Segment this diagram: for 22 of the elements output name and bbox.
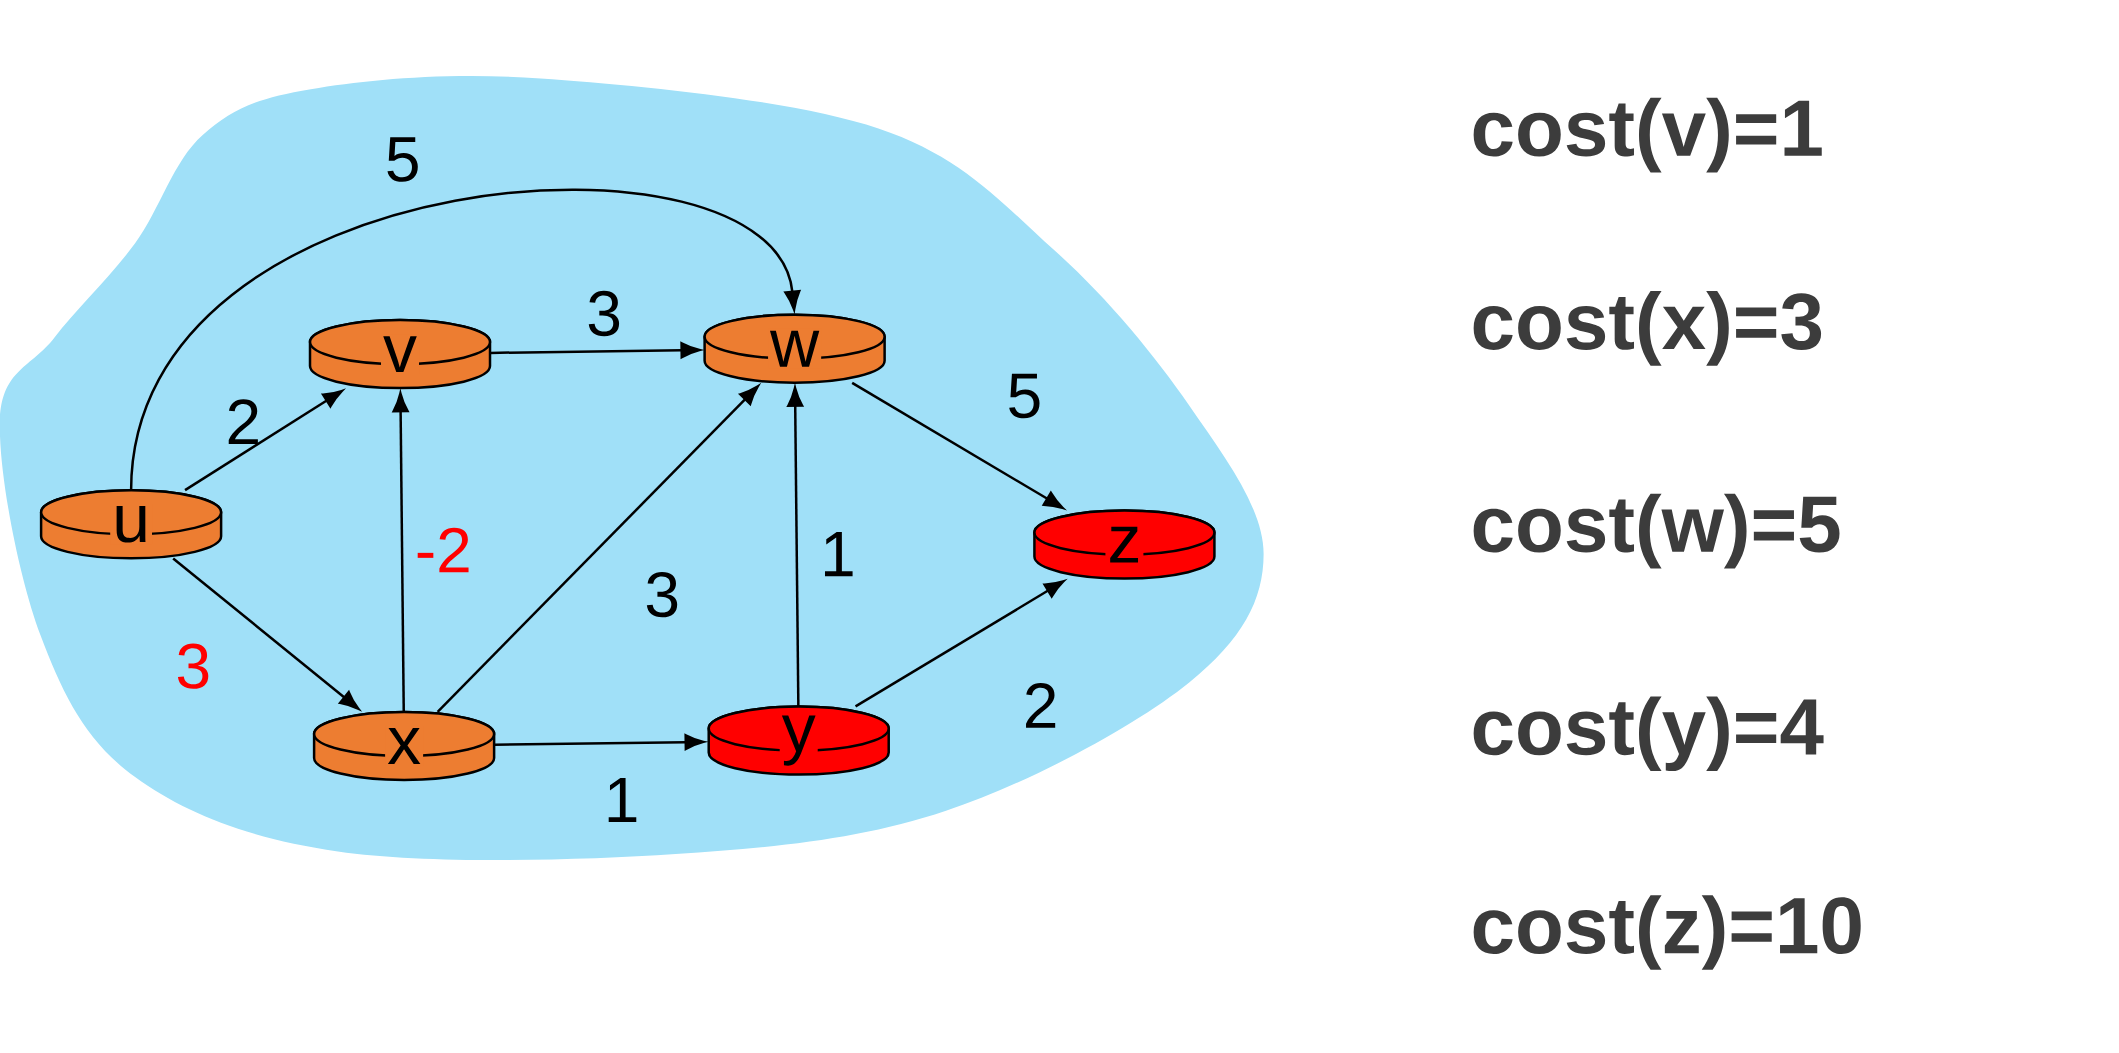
edge-label: 3 <box>177 643 209 689</box>
cost-label: cost(y)=4 <box>1473 696 1824 772</box>
edge-label: 1 <box>608 778 637 823</box>
edge-label: 3 <box>588 290 620 337</box>
arrow <box>490 342 701 359</box>
cost-label: cost(w)=5 <box>1473 493 1840 569</box>
arrow <box>851 381 1064 510</box>
edge-label: -2 <box>417 527 469 573</box>
cost-label: cost(z)=10 <box>1473 895 1861 970</box>
arrow <box>436 385 759 713</box>
edge-label: 5 <box>387 137 418 182</box>
arrow <box>494 734 705 751</box>
arrow <box>129 189 801 491</box>
cost-label: cost(x)=3 <box>1473 291 1822 366</box>
arrow <box>854 580 1065 708</box>
edge-label: 1 <box>825 532 853 577</box>
arrow <box>787 386 804 707</box>
edge-label: 3 <box>646 571 678 618</box>
arrow <box>172 557 360 710</box>
cost-label: cost(v)=1 <box>1473 97 1822 173</box>
edge-label: 2 <box>1026 683 1056 728</box>
edge-label: 5 <box>1009 373 1040 419</box>
